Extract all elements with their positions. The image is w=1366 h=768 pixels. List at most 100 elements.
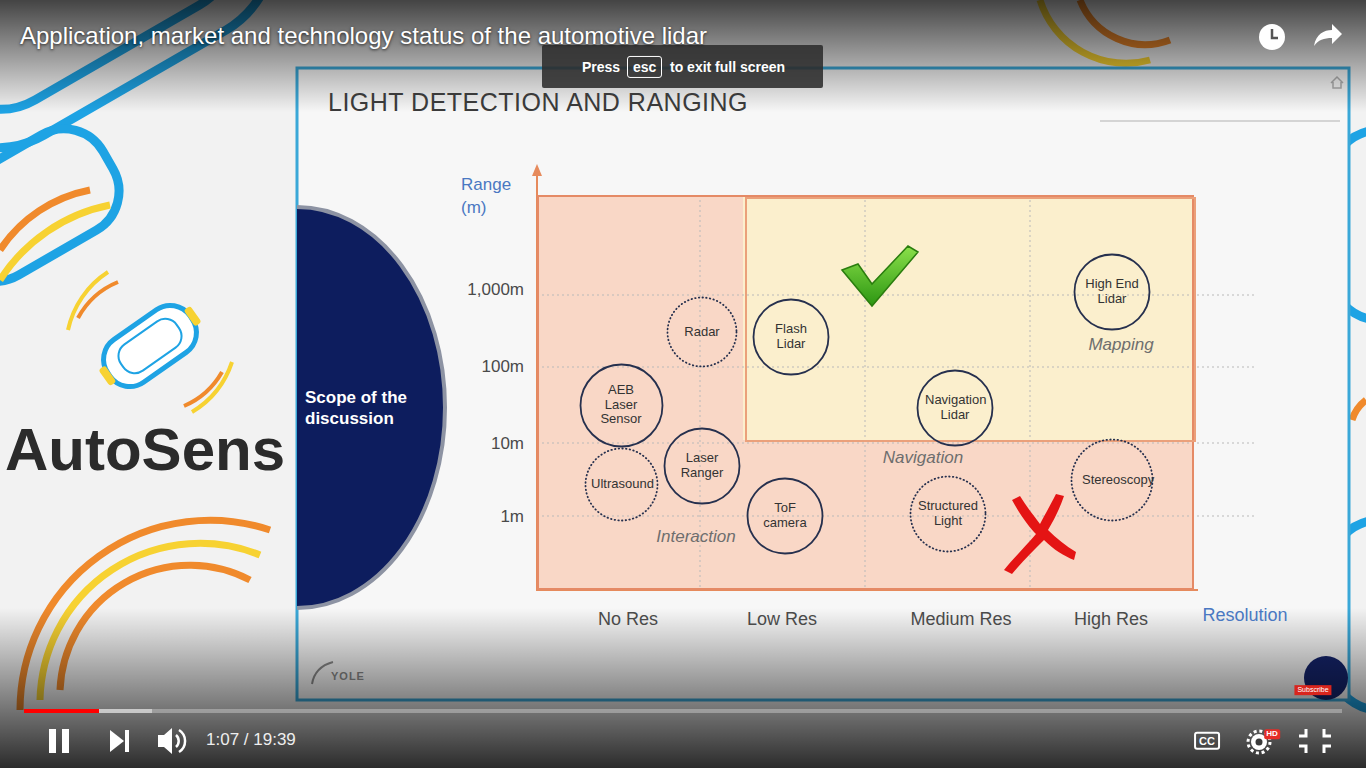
text-slot: High Res [1074,609,1148,630]
clock-hands [1272,29,1278,38]
progress-track [24,709,1342,713]
tech-circle: Structured Light [909,475,987,553]
solid-circle [918,371,993,446]
company-logo: YOLE [331,670,365,683]
interaction-region: High End LidarFlash LidarNavigation Lida… [537,195,1194,590]
grid-line [537,443,1255,444]
text-slot: 10m [491,434,524,454]
dotted-circle [911,477,986,552]
region-label: Interaction [656,527,735,547]
solid-circle [580,364,662,446]
solid-circle [754,300,829,375]
text-slot: AutoSens [5,420,285,480]
technology-name: Radar [684,325,719,340]
decor-outline [0,112,135,297]
technology-name: Structured Light [918,499,978,529]
tech-circle: Ultrasound [584,447,659,522]
tick-label: 10m [491,434,524,454]
check-mark [842,246,918,306]
decor-arc [0,205,110,280]
brand-logo: AutoSens [5,420,285,480]
text-slot: Subscribe [1294,685,1331,695]
grid-line [865,195,866,590]
semicircle-shape [297,205,447,610]
text-slot: Interaction [656,527,735,547]
text-slot: Scope of the discussion [305,386,423,429]
grid-line [537,367,1255,368]
car-logo [68,272,232,412]
technology-name: Flash Lidar [761,322,821,352]
grid-line [537,295,1255,296]
tick-label: Low Res [747,609,817,630]
captions-icon: CC [1194,732,1220,750]
volume-icon [158,728,172,754]
text-slot: 100m [481,357,524,377]
text-slot: Range (m) [461,174,513,220]
pause-icon [49,729,56,753]
region-label: Mapping [1088,335,1153,355]
car-cabin [113,313,187,378]
grid-line [537,516,1255,517]
tick-label: High Res [1074,609,1148,630]
overlay-text: Press [582,59,620,75]
text-slot: Mapping [1088,335,1153,355]
tech-circle: Flash Lidar [752,298,830,376]
tech-circle: Laser Ranger [663,427,741,505]
tech-circle: High End Lidar [1073,253,1151,331]
technology-name: AEB Laser Sensor [591,383,651,428]
tech-circle: Stereoscopy [1070,438,1154,522]
overlay-text: to exit full screen [670,59,785,75]
text-slot: Medium Res [910,609,1011,630]
dotted-circle [1072,440,1153,521]
text-slot: LIGHT DETECTION AND RANGING [328,88,748,117]
technology-name: Laser Ranger [672,451,732,481]
text-slot: to exit full screen [670,59,785,75]
overlay-box [542,45,823,88]
grid-line [1030,195,1031,590]
grid [537,195,1255,590]
scope-label: Scope of the discussion [305,386,423,429]
tech-circle: ToF camera [746,477,824,555]
text-slot: 1,000m [467,280,524,300]
video-title: Application, market and technology statu… [20,22,707,50]
text-slot: Application, market and technology statu… [20,22,707,50]
semicircle-outline [297,207,445,608]
next-icon [110,730,124,752]
logo-arc [78,282,118,318]
decor-outlines [0,0,1366,710]
quality-badge: HD [1264,729,1280,739]
technology-name: Navigation Lidar [925,393,985,423]
progress-buffer [24,709,152,713]
solid-circle [748,479,823,554]
scope-semicircle: Scope of the discussion [297,205,447,610]
axis-arrowhead [532,164,542,176]
region-fill [537,195,1194,590]
dotted-circle [585,448,657,520]
logo-arc [192,362,232,412]
mapping-region: High End LidarFlash LidarNavigation Lida… [745,197,1196,442]
fullscreen-exit-icon [1299,729,1331,753]
text-slot: HD [1264,729,1280,739]
bottom-shade [0,608,1366,768]
text-slot: Press [582,59,620,75]
decor-arc [1352,400,1366,420]
solid-circle [1075,255,1150,330]
time-display: 1:07 / 19:39 [206,730,296,750]
text-slot: Resolution [1202,605,1287,626]
tick-label: Medium Res [910,609,1011,630]
technology-name: High End Lidar [1082,277,1142,307]
decor-arcs [0,0,1366,710]
text-slot: Low Res [747,609,817,630]
text-slot: YOLE [331,670,365,683]
logo-arc [68,272,108,330]
tech-circle: Radar [666,296,738,368]
technology-name: Stereoscopy [1082,473,1142,488]
tick-label: 1,000m [467,280,524,300]
slide-title: LIGHT DETECTION AND RANGING [328,88,748,117]
car-outline [94,296,206,396]
tick-label: 1m [500,507,524,527]
decor-arc [0,190,90,250]
axis-title: Range (m) [461,174,513,220]
technology-name: ToF camera [755,501,815,531]
